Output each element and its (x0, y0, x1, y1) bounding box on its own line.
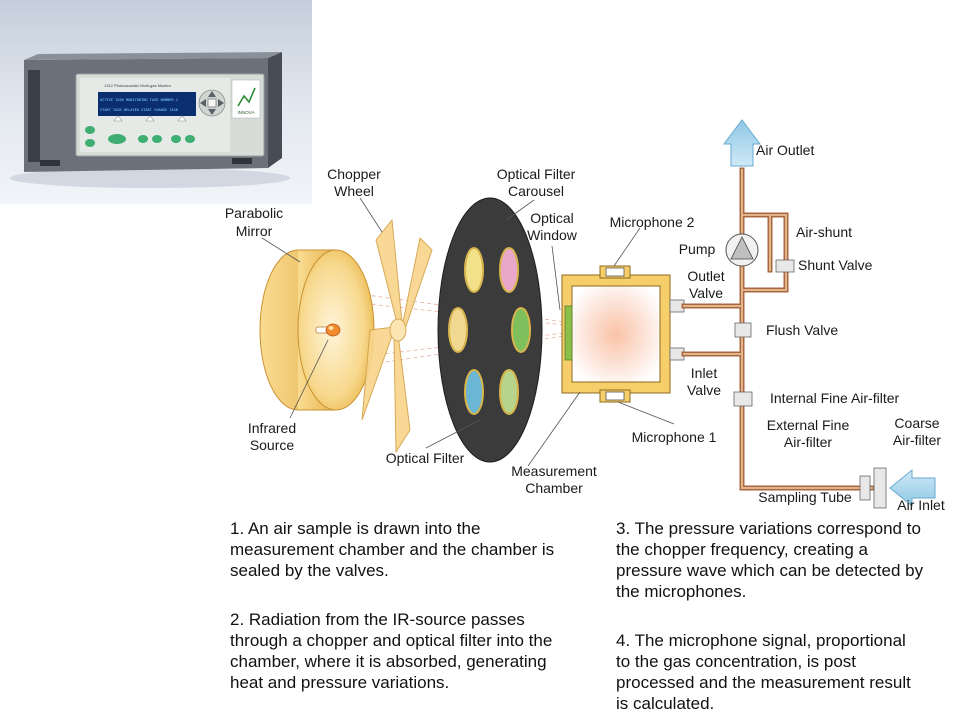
panel-button (152, 135, 162, 143)
label-air-shunt: Air-shunt (796, 224, 852, 240)
label-infrared-source-2: Source (250, 437, 295, 453)
label-chopper-wheel-2: Wheel (334, 183, 374, 199)
optical-window (564, 305, 573, 361)
label-microphone-1: Microphone 1 (632, 429, 717, 445)
label-optical-window-2: Window (527, 227, 578, 243)
label-optical-window-1: Optical (530, 210, 574, 226)
leader-lines (261, 197, 675, 467)
label-shunt-valve: Shunt Valve (798, 257, 873, 273)
panel-button (85, 139, 95, 147)
panel-button (171, 135, 181, 143)
optical-filter (448, 307, 468, 353)
step-3-text: 3. The pressure variations correspond to… (616, 519, 924, 601)
panel-button (108, 134, 126, 144)
label-inlet-valve-1: Inlet (691, 365, 718, 381)
label-external-fine-air-filter-1: External Fine (767, 417, 850, 433)
label-sampling-tube: Sampling Tube (758, 489, 852, 505)
panel-title: 1312 Photoacoustic Multi-gas Monitor (104, 83, 172, 88)
step-2-text: 2. Radiation from the IR-source passes t… (230, 610, 553, 692)
step-4-text: 4. The microphone signal, proportional t… (616, 631, 911, 713)
label-inlet-valve-2: Valve (687, 382, 721, 398)
label-air-inlet: Air Inlet (897, 497, 945, 513)
panel-button (138, 135, 148, 143)
microphone-1 (605, 391, 625, 401)
lcd-line-1: ACTIVE TASK MONITORING TASK NUMBER 1 (100, 98, 178, 102)
label-microphone-2: Microphone 2 (610, 214, 695, 230)
lcd-display (98, 92, 196, 116)
label-measurement-chamber-1: Measurement (511, 463, 597, 479)
optical-filter (511, 307, 531, 353)
label-external-fine-air-filter-2: Air-filter (784, 434, 833, 450)
lcd-line-2: START TASK DELAYED START CHANGE TASK (100, 108, 179, 112)
panel-button (185, 135, 195, 143)
internal-fine-air-filter (733, 391, 753, 407)
optical-filter-carousel (437, 197, 543, 463)
label-air-outlet: Air Outlet (756, 142, 814, 158)
label-optical-filter-carousel-2: Carousel (508, 183, 564, 199)
label-outlet-valve-1: Outlet (687, 268, 724, 284)
microphone-2 (605, 267, 625, 277)
label-internal-fine-air-filter: Internal Fine Air-filter (770, 390, 899, 406)
coarse-air-filter (873, 467, 887, 509)
optical-filter (499, 369, 519, 415)
label-optical-filter: Optical Filter (386, 450, 465, 466)
step-1-text: 1. An air sample is drawn into the measu… (230, 519, 555, 580)
external-fine-air-filter (859, 475, 871, 501)
label-flush-valve: Flush Valve (766, 322, 838, 338)
measurement-chamber (561, 265, 685, 403)
flush-valve (734, 322, 752, 338)
label-parabolic-mirror-2: Mirror (236, 223, 273, 239)
label-parabolic-mirror-1: Parabolic (225, 205, 283, 221)
optical-filter (464, 369, 484, 415)
label-outlet-valve-2: Valve (689, 285, 723, 301)
optical-filter (464, 247, 484, 293)
panel-button (85, 126, 95, 134)
shunt-valve (775, 259, 795, 273)
label-optical-filter-carousel-1: Optical Filter (497, 166, 576, 182)
instrument-photo: 1312 Photoacoustic Multi-gas Monitor ACT… (0, 0, 312, 204)
label-coarse-air-filter-1: Coarse (894, 415, 939, 431)
optical-filter (499, 247, 519, 293)
component-labels: Parabolic Mirror Chopper Wheel Optical F… (225, 142, 945, 513)
instrument-photo-drawing: 1312 Photoacoustic Multi-gas Monitor ACT… (10, 52, 290, 188)
brand-name: INNOVA (238, 110, 255, 115)
label-infrared-source-1: Infrared (248, 420, 296, 436)
infrared-source (315, 323, 341, 337)
label-pump: Pump (679, 241, 716, 257)
pump (725, 233, 759, 267)
brand-logo-icon (237, 87, 256, 107)
label-chopper-wheel-1: Chopper (327, 166, 381, 182)
air-outlet-arrow (723, 119, 761, 167)
direction-pad-icon (198, 89, 226, 117)
air-inlet-arrow (889, 468, 936, 508)
chopper-wheel (361, 218, 433, 454)
label-measurement-chamber-2: Chamber (525, 480, 583, 496)
label-coarse-air-filter-2: Air-filter (893, 432, 942, 448)
